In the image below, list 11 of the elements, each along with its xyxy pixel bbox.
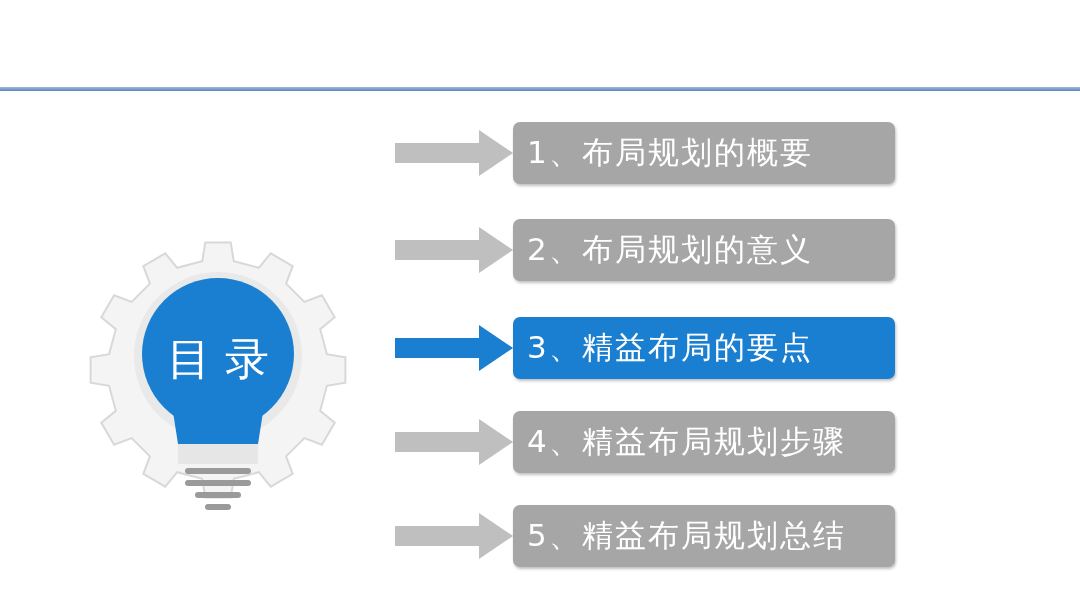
arrow — [395, 130, 513, 176]
arrow — [395, 419, 513, 465]
menu-heading: 目 录 — [166, 332, 270, 386]
arrow — [395, 513, 513, 559]
menu-item-box: 2、布局规划的意义 — [513, 219, 895, 281]
menu-item-box: 3、精益布局的要点 — [513, 317, 895, 379]
menu-item-box: 4、精益布局规划步骤 — [513, 411, 895, 473]
menu-item-box: 5、精益布局规划总结 — [513, 505, 895, 567]
arrow — [395, 325, 513, 371]
arrow — [395, 227, 513, 273]
menu-item-box: 1、布局规划的概要 — [513, 122, 895, 184]
